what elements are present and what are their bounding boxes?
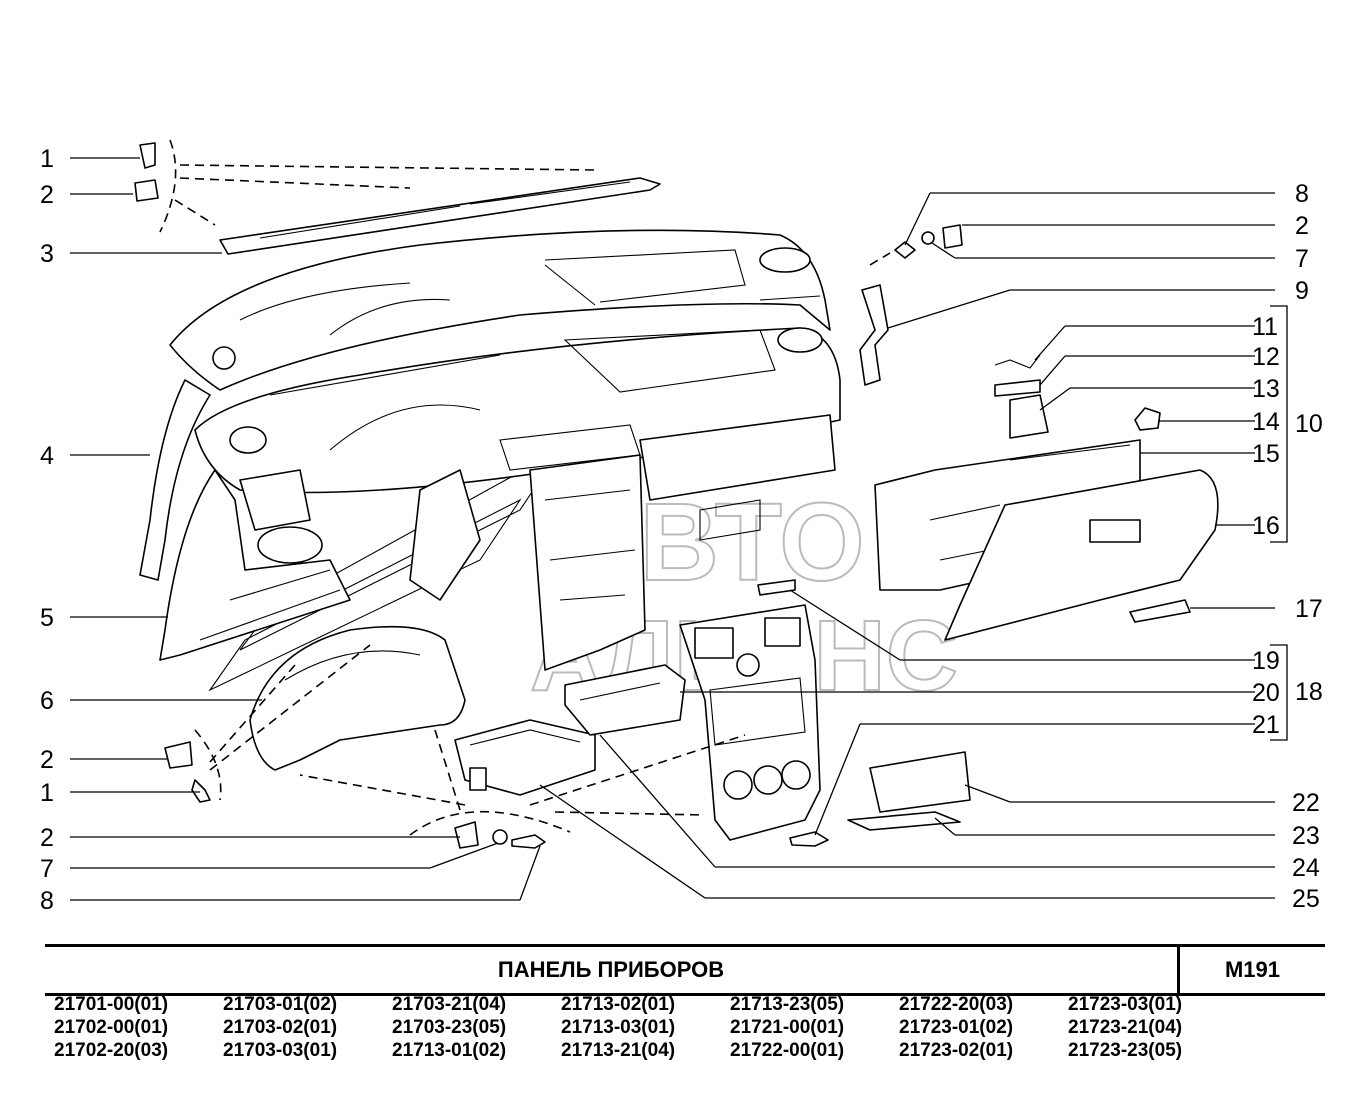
center-console-frame — [409, 414, 836, 671]
fasteners-lower — [164, 741, 546, 849]
leader-lines-left — [70, 157, 541, 901]
glovebox-lid — [944, 469, 1219, 641]
callout-23: 23 — [1292, 822, 1320, 850]
model-code: 21723-02(01) — [899, 1040, 1014, 1061]
callout-4: 4 — [40, 442, 54, 470]
callout-8: 8 — [1295, 180, 1309, 208]
glovebox-latch-parts — [994, 354, 1161, 439]
callout-14: 14 — [1252, 408, 1280, 436]
model-code: 21702-20(03) — [54, 1040, 169, 1061]
clip-19 — [757, 579, 796, 596]
damper-17 — [1129, 599, 1191, 623]
callout-8: 8 — [40, 887, 54, 915]
group-brackets — [1270, 305, 1288, 741]
callout-21: 21 — [1252, 711, 1280, 739]
callout-7: 7 — [40, 855, 54, 883]
coin-tray-parts — [847, 751, 971, 831]
center-radio-panel — [679, 604, 821, 841]
leader-lines-right — [539, 192, 1275, 899]
model-code: 21723-21(04) — [1068, 1017, 1183, 1038]
model-code: 21723-03(01) — [1068, 994, 1183, 1015]
model-code-list: 21701-00(01) 21702-00(01) 21702-20(03) 2… — [48, 994, 1248, 1066]
title-block: ПАНЕЛЬ ПРИБОРОВ M191 — [45, 944, 1325, 996]
model-code: 21703-03(01) — [223, 1040, 338, 1061]
model-code: 21713-01(02) — [392, 1040, 507, 1061]
left-side-cover — [139, 379, 211, 581]
callout-16: 16 — [1252, 512, 1280, 540]
callout-1: 1 — [40, 779, 54, 807]
model-code: 21713-02(01) — [561, 994, 676, 1015]
model-code: 21703-21(04) — [392, 994, 507, 1015]
callout-19: 19 — [1252, 647, 1280, 675]
callout-2: 2 — [1295, 212, 1309, 240]
callout-25: 25 — [1292, 885, 1320, 913]
center-trim-pocket — [564, 664, 686, 736]
model-code: 21723-23(05) — [1068, 1040, 1183, 1061]
model-code: 21713-21(04) — [561, 1040, 676, 1061]
callout-2: 2 — [40, 746, 54, 774]
callouts-left: 1 2 3 4 5 6 2 1 2 7 8 — [40, 145, 54, 915]
exploded-parts-diagram: АВТО АЛЬЯНС — [40, 139, 1323, 915]
assembly-arrows — [159, 139, 891, 836]
model-code: 21722-00(01) — [730, 1040, 845, 1061]
callout-1: 1 — [40, 145, 54, 173]
group-label-18: 18 — [1295, 678, 1323, 706]
model-code: 21702-00(01) — [54, 1017, 169, 1038]
callout-3: 3 — [40, 240, 54, 268]
callout-11: 11 — [1252, 313, 1278, 341]
small-tray — [454, 719, 596, 796]
model-code: 21713-03(01) — [561, 1017, 676, 1038]
callout-12: 12 — [1252, 343, 1280, 371]
screw-21 — [789, 831, 829, 847]
callout-2: 2 — [40, 824, 54, 852]
callout-24: 24 — [1292, 854, 1320, 882]
callouts-right: 8 2 7 9 11 12 13 14 15 16 17 19 20 21 22… — [1252, 180, 1323, 913]
callout-13: 13 — [1252, 375, 1280, 403]
model-code: 21703-23(05) — [392, 1017, 507, 1038]
callout-7: 7 — [1295, 245, 1309, 273]
fasteners-upper-left — [134, 142, 159, 202]
callout-6: 6 — [40, 687, 54, 715]
fasteners-upper-right — [894, 224, 963, 259]
callout-22: 22 — [1292, 789, 1320, 817]
dashboard-upper — [169, 229, 831, 391]
callout-2: 2 — [40, 181, 54, 209]
instrument-cluster-hood — [249, 625, 466, 771]
group-label-10: 10 — [1295, 410, 1323, 438]
model-code: 21703-02(01) — [223, 1017, 338, 1038]
dashboard-front — [194, 327, 841, 494]
callout-15: 15 — [1252, 440, 1280, 468]
callout-17: 17 — [1295, 595, 1323, 623]
page-code: M191 — [1224, 957, 1281, 982]
page-title: ПАНЕЛЬ ПРИБОРОВ — [45, 947, 1180, 993]
model-code: 21722-20(03) — [899, 994, 1014, 1015]
callout-5: 5 — [40, 604, 54, 632]
model-code: 21713-23(05) — [730, 994, 845, 1015]
callout-9: 9 — [1295, 277, 1309, 305]
lower-left-section — [159, 469, 351, 661]
model-code: 21703-01(02) — [223, 994, 338, 1015]
model-code: 21723-01(02) — [899, 1017, 1014, 1038]
model-code: 21701-00(01) — [54, 994, 169, 1015]
model-code: 21721-00(01) — [730, 1017, 845, 1038]
defroster-strip — [219, 177, 661, 255]
callout-20: 20 — [1252, 679, 1280, 707]
bracket-9 — [859, 284, 889, 386]
